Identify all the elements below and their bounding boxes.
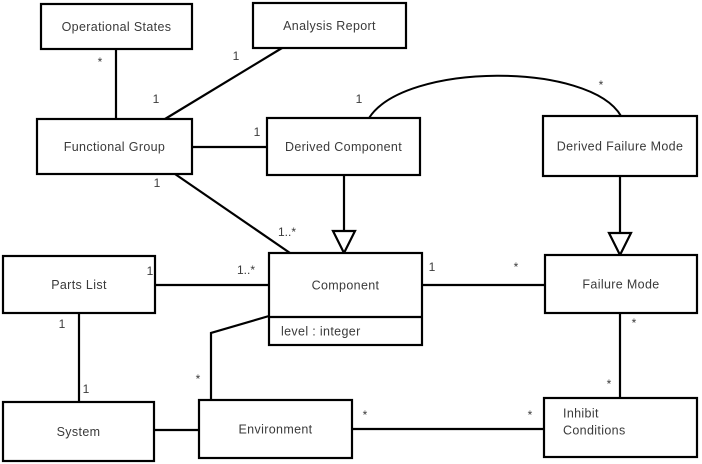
class-name: Derived Component: [285, 140, 402, 154]
class-box-rect: [543, 253, 699, 315]
multiplicity-label: 1: [429, 260, 436, 274]
multiplicity-label: *: [632, 316, 637, 330]
multiplicity-label: *: [607, 377, 612, 391]
association-derived-component--component[interactable]: [331, 175, 357, 256]
multiplicity-label: *: [528, 408, 533, 422]
class-name: Derived Failure Mode: [557, 139, 684, 153]
multiplicity-label: *: [514, 260, 519, 274]
class-box-derived-failure-mode[interactable]: Derived Failure Mode: [541, 114, 699, 178]
association-environment--component[interactable]: [209, 314, 270, 400]
multiplicity-label: 1..*: [278, 225, 296, 239]
multiplicity-label: 1: [153, 92, 160, 106]
association-derived-failure-mode--failure-mode[interactable]: [607, 176, 633, 258]
class-name: System: [57, 425, 101, 439]
class-box-failure-mode[interactable]: Failure Mode: [543, 253, 699, 315]
class-name: Parts List: [51, 278, 107, 292]
class-box-system[interactable]: System: [1, 400, 156, 463]
association-path: [164, 47, 283, 120]
class-name: Functional Group: [64, 140, 166, 154]
class-box-rect: [541, 114, 699, 178]
class-box-functional-group[interactable]: Functional Group: [35, 117, 194, 176]
multiplicity-label: 1..*: [237, 263, 255, 277]
generalization-arrowhead: [607, 231, 633, 258]
class-box-derived-component[interactable]: Derived Component: [265, 116, 422, 177]
multiplicity-label: 1: [356, 92, 363, 106]
association-derived-component--derived-failure-mode[interactable]: [368, 74, 622, 119]
class-name: Analysis Report: [283, 19, 376, 33]
multiplicity-label: 1: [147, 264, 154, 278]
multiplicity-label: *: [599, 78, 604, 92]
generalization-arrowhead: [331, 229, 357, 256]
association-layer: [77, 47, 633, 432]
class-box-rect: [542, 396, 699, 459]
class-box-rect: [251, 1, 408, 50]
class-box-rect: [267, 251, 424, 347]
multiplicity-label-layer: * 1 1 1 1 1..* 1 * 1 1..* 1 1 1 * * * * * *: [59, 49, 637, 422]
multiplicity-label: 1: [59, 317, 66, 331]
class-name: Operational States: [62, 20, 172, 34]
class-name: Failure Mode: [582, 277, 659, 291]
class-box-rect: [35, 117, 194, 176]
multiplicity-label: *: [363, 408, 368, 422]
multiplicity-label: 1: [154, 176, 161, 190]
association-path: [209, 314, 270, 400]
association-functional-group--component[interactable]: [174, 173, 291, 254]
association-analysis-report--functional-group[interactable]: [164, 47, 283, 120]
class-box-component[interactable]: Component level : integer: [267, 251, 424, 347]
class-name-line: Inhibit: [563, 406, 599, 420]
association-path: [174, 173, 291, 254]
class-box-rect: [39, 2, 194, 51]
class-name-line: Conditions: [563, 423, 626, 437]
multiplicity-label: 1: [233, 49, 240, 63]
multiplicity-label: 1: [83, 382, 90, 396]
class-box-operational-states[interactable]: Operational States: [39, 2, 194, 51]
multiplicity-label: 1: [254, 125, 261, 139]
class-box-analysis-report[interactable]: Analysis Report: [251, 1, 408, 50]
class-box-rect: [197, 398, 354, 460]
class-box-environment[interactable]: Environment: [197, 398, 354, 460]
association-curve: [368, 74, 622, 119]
class-box-rect: [1, 400, 156, 463]
class-box-parts-list[interactable]: Parts List: [1, 254, 157, 315]
class-attribute: level : integer: [281, 324, 361, 338]
class-box-rect: [265, 116, 422, 177]
multiplicity-label: *: [196, 372, 201, 386]
multiplicity-label: *: [98, 55, 103, 69]
class-name: Environment: [238, 422, 312, 436]
class-name: Component: [312, 278, 380, 292]
class-box-rect: [1, 254, 157, 315]
